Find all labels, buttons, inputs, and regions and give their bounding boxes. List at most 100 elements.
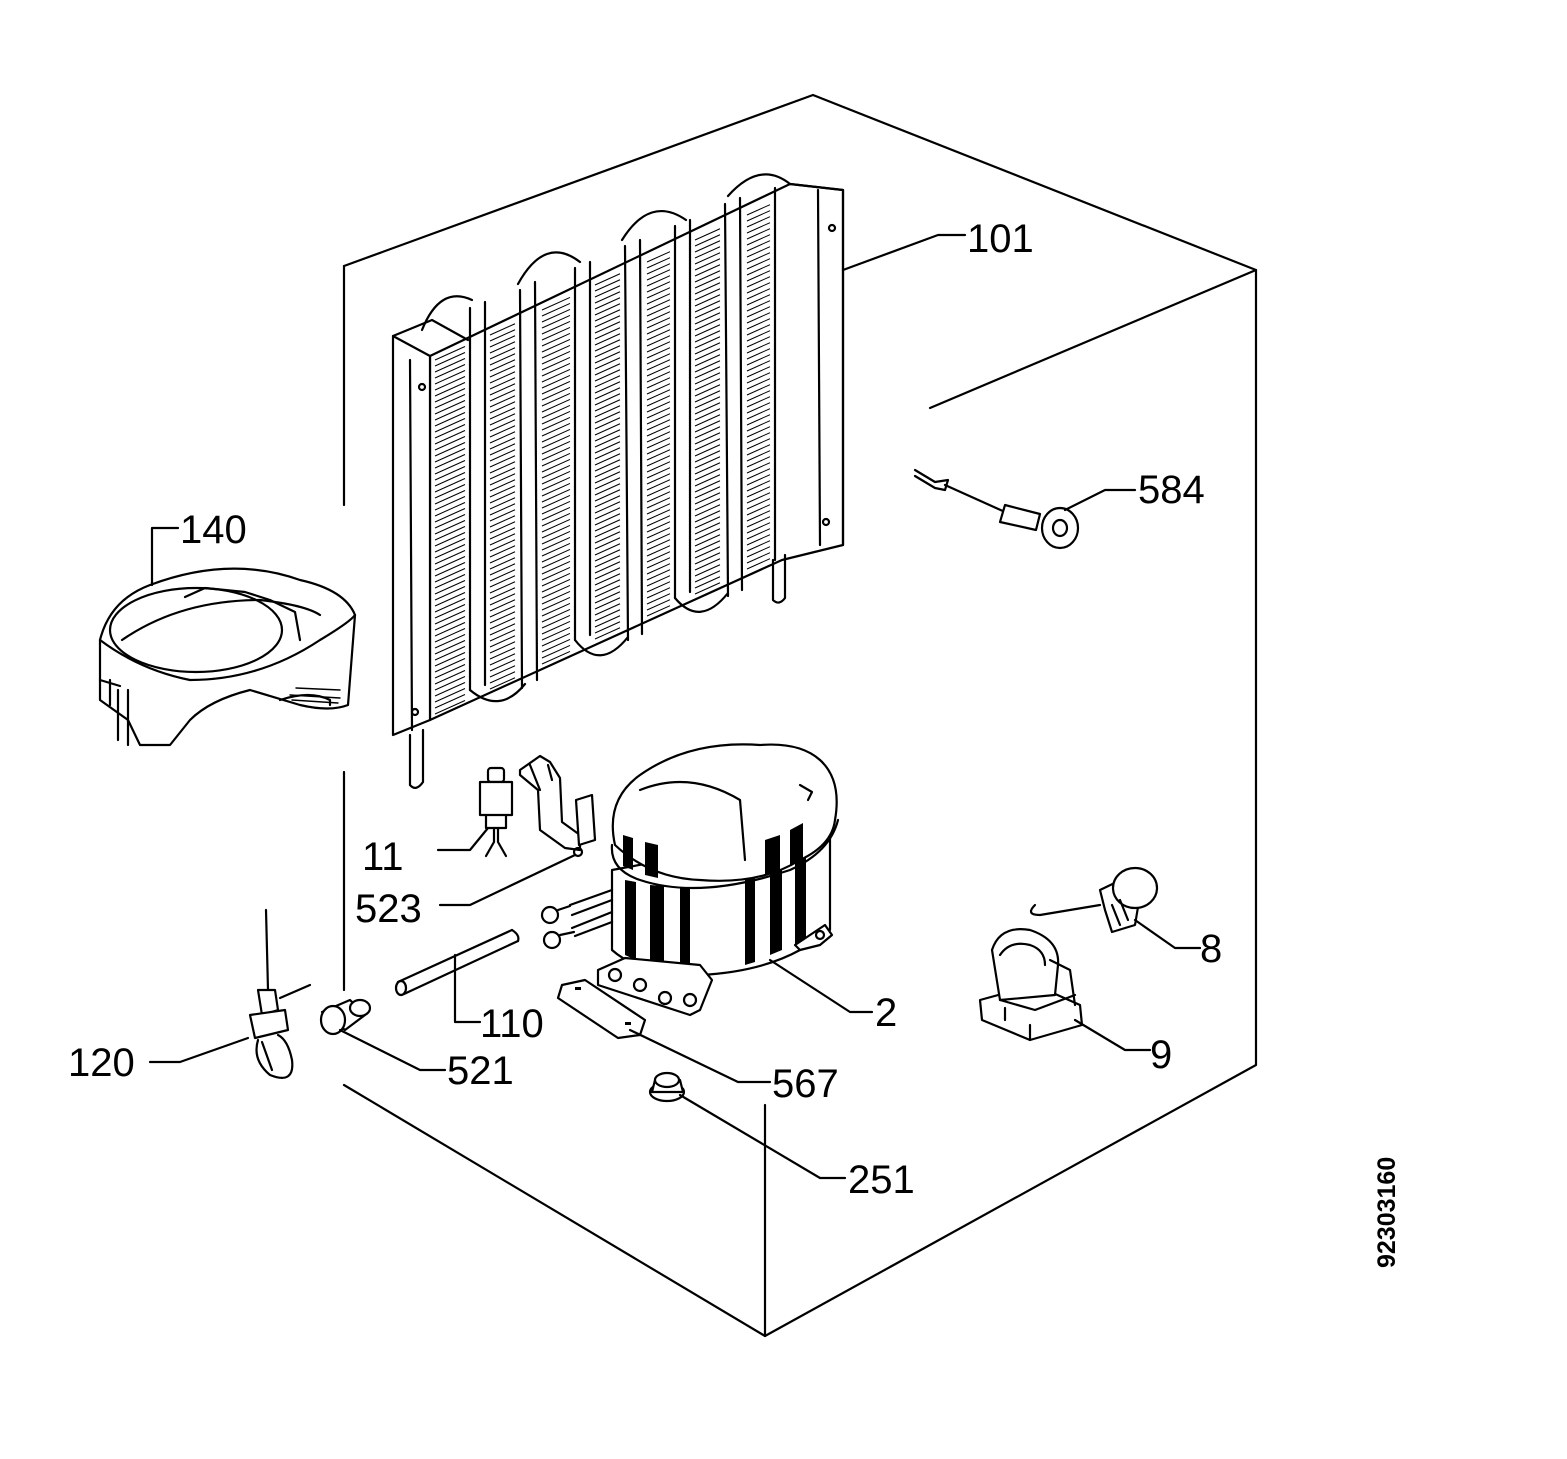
fin-line bbox=[646, 455, 671, 467]
fin-line bbox=[694, 342, 721, 355]
fin-line bbox=[646, 563, 671, 575]
fin-line bbox=[434, 358, 466, 373]
fin-line bbox=[646, 473, 671, 485]
fin-line bbox=[646, 521, 671, 533]
fin-line bbox=[434, 580, 466, 595]
fin-line bbox=[646, 557, 671, 569]
fin-line bbox=[489, 653, 516, 666]
fin-line bbox=[434, 352, 466, 367]
fin-line bbox=[489, 581, 516, 594]
fin-line bbox=[541, 404, 571, 419]
fin-line bbox=[746, 408, 771, 420]
fin-line bbox=[646, 389, 671, 401]
fin-line bbox=[646, 425, 671, 437]
fin-line bbox=[434, 652, 466, 667]
fin-line bbox=[594, 387, 621, 400]
fin-line bbox=[541, 326, 571, 341]
fin-line bbox=[541, 644, 571, 659]
fin-line bbox=[489, 623, 516, 636]
fin-line bbox=[694, 486, 721, 499]
fin-line bbox=[694, 480, 721, 493]
fin-line bbox=[694, 564, 721, 577]
fin-line bbox=[594, 471, 621, 484]
fin-line bbox=[694, 366, 721, 379]
fin-line bbox=[646, 479, 671, 491]
fin-line bbox=[694, 492, 721, 505]
label-9: 9 bbox=[1150, 1033, 1172, 1077]
fin-line bbox=[746, 522, 771, 534]
fin-line bbox=[694, 390, 721, 403]
fin-line bbox=[646, 587, 671, 599]
overload-clip bbox=[978, 928, 1084, 1042]
fin-line bbox=[646, 371, 671, 383]
fin-line bbox=[746, 420, 771, 432]
fin-line bbox=[694, 540, 721, 553]
fin-line bbox=[646, 569, 671, 581]
fin-line bbox=[594, 363, 621, 376]
fin-line bbox=[434, 532, 466, 547]
fin-line bbox=[694, 336, 721, 349]
fin-line bbox=[746, 372, 771, 384]
fin-line bbox=[694, 294, 721, 307]
fin-line bbox=[594, 339, 621, 352]
fin-line bbox=[746, 438, 771, 450]
fin-line bbox=[746, 336, 771, 348]
fin-line bbox=[541, 632, 571, 647]
fin-line bbox=[489, 395, 516, 408]
fin-line bbox=[594, 615, 621, 628]
fin-line bbox=[541, 356, 571, 371]
fin-line bbox=[746, 222, 771, 234]
fin-line bbox=[489, 413, 516, 426]
fin-line bbox=[746, 504, 771, 516]
fin-line bbox=[434, 550, 466, 565]
fin-line bbox=[541, 308, 571, 323]
fin-line bbox=[646, 575, 671, 587]
fin-line bbox=[434, 484, 466, 499]
fin-line bbox=[746, 246, 771, 258]
fin-line bbox=[434, 700, 466, 715]
fin-line bbox=[746, 402, 771, 414]
fin-line bbox=[694, 468, 721, 481]
fin-line bbox=[746, 324, 771, 336]
fin-line bbox=[594, 351, 621, 364]
fin-line bbox=[434, 562, 466, 577]
fin-line bbox=[694, 384, 721, 397]
fin-line bbox=[746, 342, 771, 354]
fin-line bbox=[594, 381, 621, 394]
fin-line bbox=[489, 551, 516, 564]
fin-line bbox=[434, 574, 466, 589]
fin-line bbox=[694, 354, 721, 367]
fin-line bbox=[541, 578, 571, 593]
fin-line bbox=[541, 482, 571, 497]
fin-line bbox=[594, 495, 621, 508]
fin-line bbox=[489, 527, 516, 540]
fin-line bbox=[541, 296, 571, 311]
fin-line bbox=[489, 323, 516, 336]
fin-line bbox=[541, 590, 571, 605]
cabinet-outline bbox=[342, 93, 1258, 1338]
fin-line bbox=[746, 510, 771, 522]
fin-line bbox=[434, 430, 466, 445]
fin-line bbox=[746, 306, 771, 318]
fin-line bbox=[434, 538, 466, 553]
fin-line bbox=[594, 567, 621, 580]
fin-line bbox=[489, 563, 516, 576]
fin-line bbox=[594, 369, 621, 382]
fin-line bbox=[694, 462, 721, 475]
fin-line bbox=[594, 549, 621, 562]
fin-line bbox=[746, 486, 771, 498]
fin-line bbox=[746, 426, 771, 438]
fin-line bbox=[594, 591, 621, 604]
fin-line bbox=[541, 560, 571, 575]
fin-line bbox=[646, 503, 671, 515]
fin-line bbox=[434, 496, 466, 511]
fin-line bbox=[646, 341, 671, 353]
fin-line bbox=[541, 320, 571, 335]
fin-line bbox=[694, 330, 721, 343]
fin-line bbox=[646, 269, 671, 281]
fin-line bbox=[489, 665, 516, 678]
fin-line bbox=[434, 688, 466, 703]
fin-line bbox=[489, 575, 516, 588]
fin-line bbox=[646, 551, 671, 563]
